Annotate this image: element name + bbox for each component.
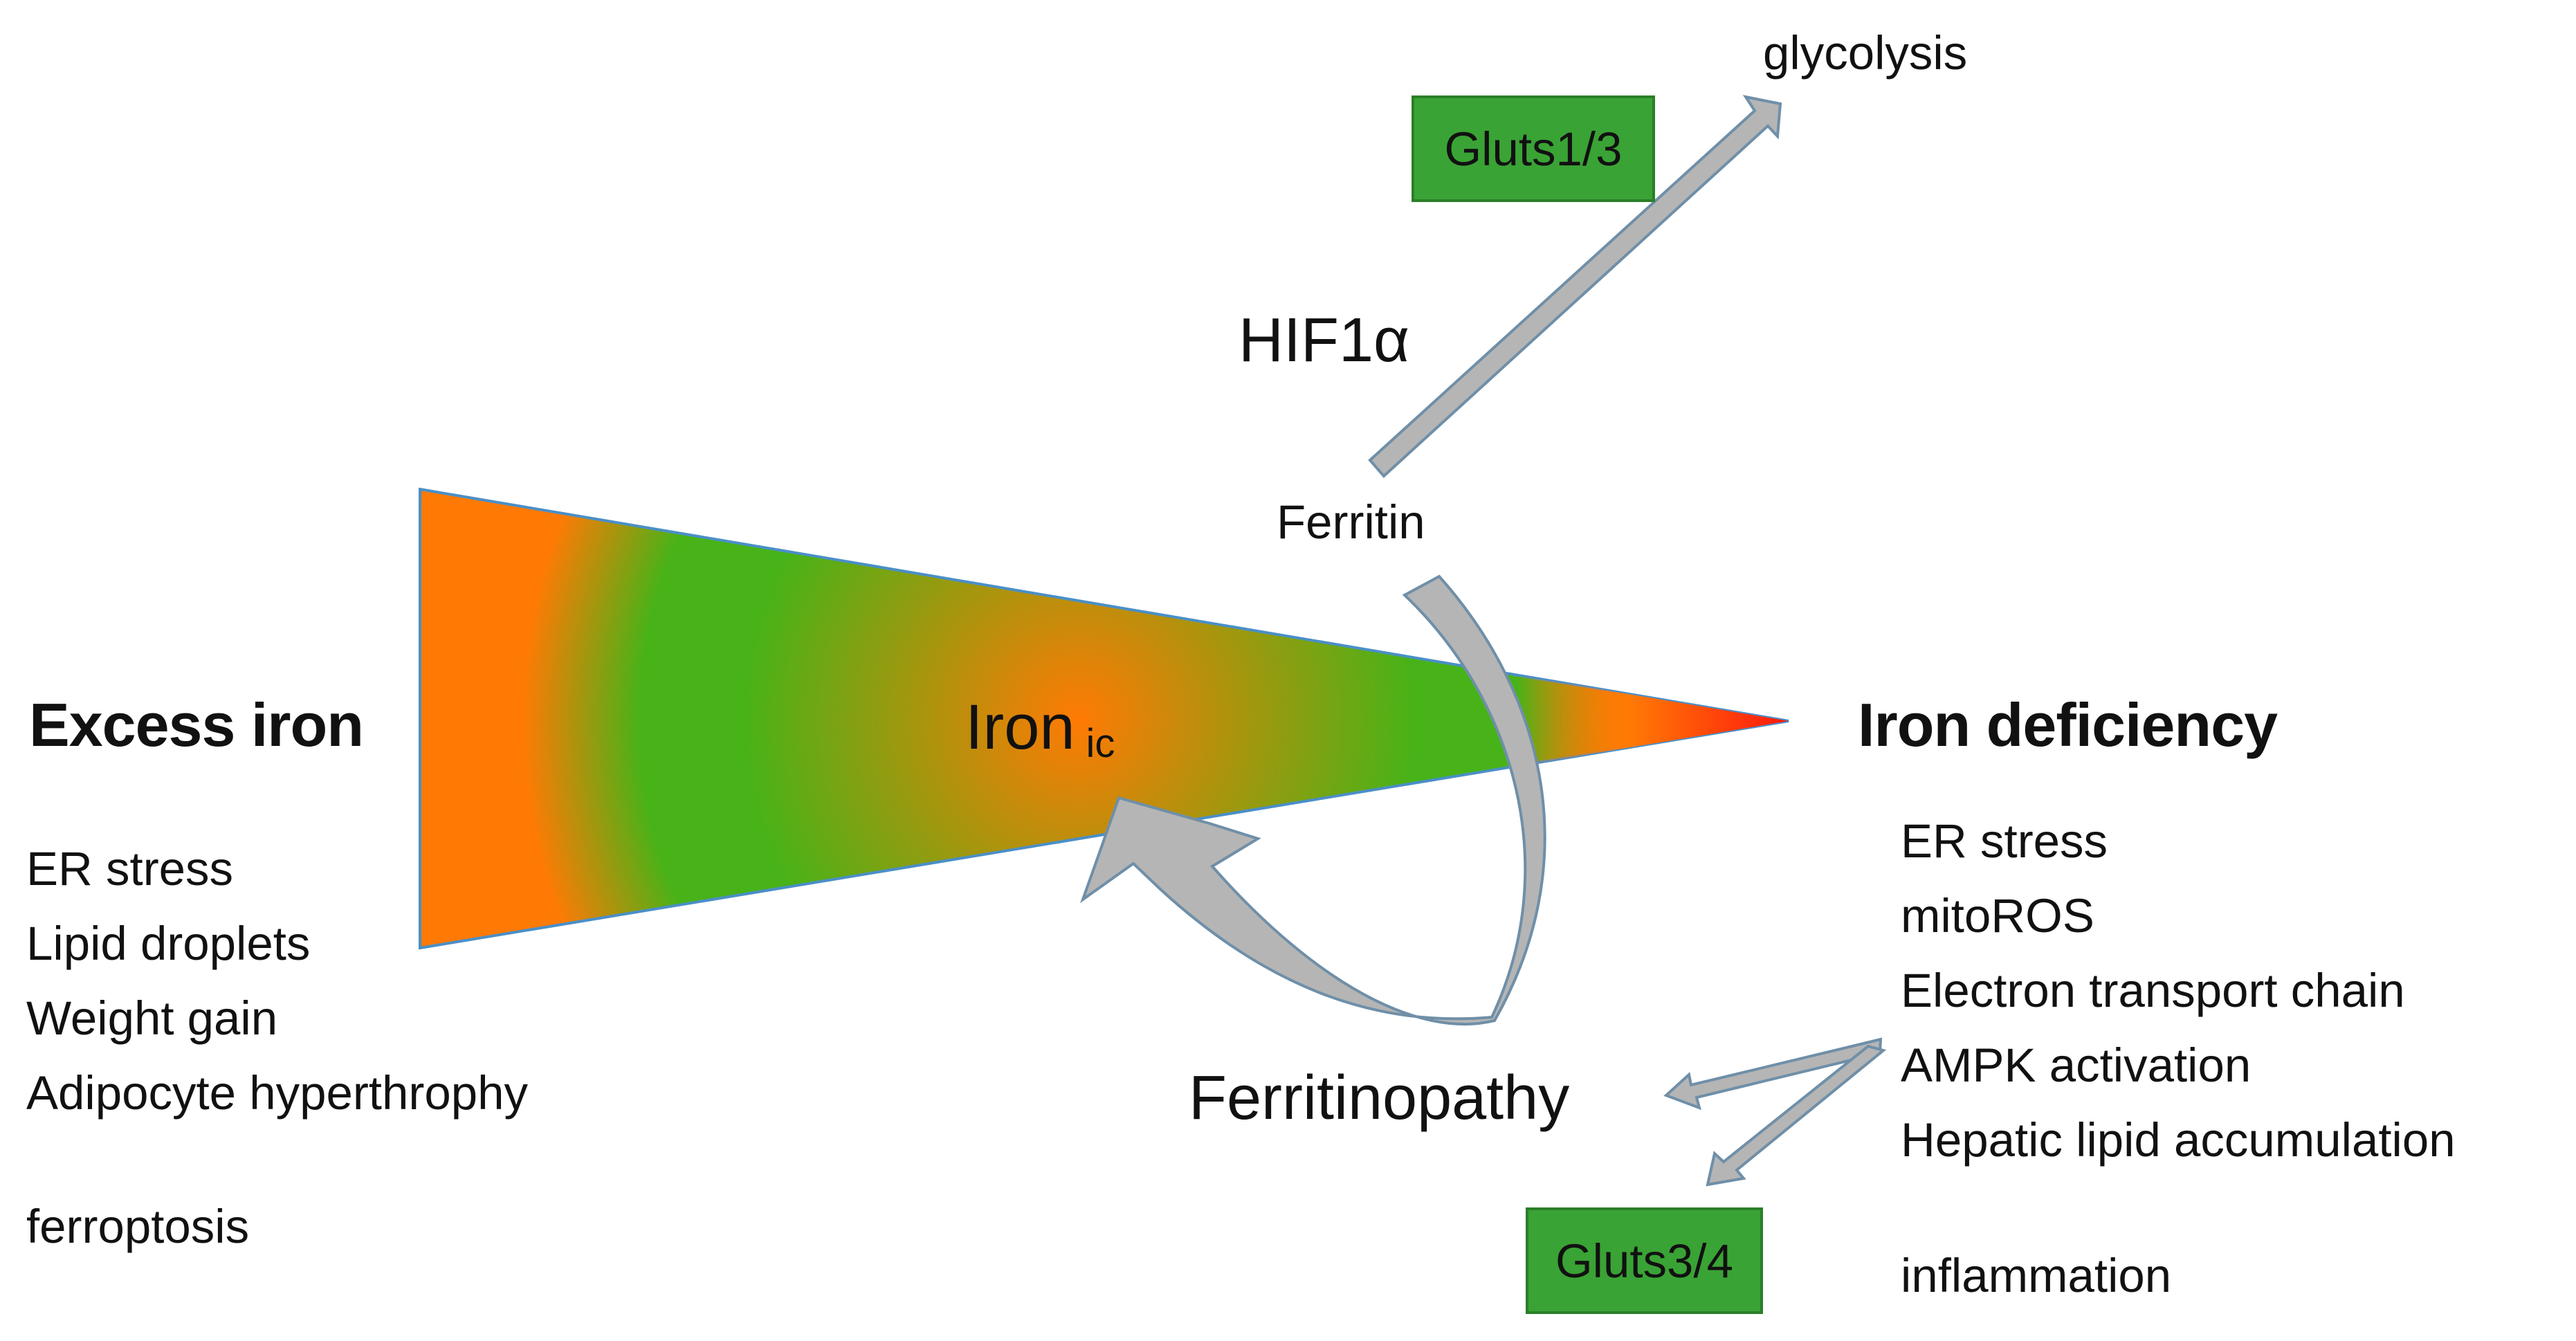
iron-deficiency-effects: ER stress mitoROS Electron transport cha… xyxy=(1901,804,2456,1178)
gluts34-label: Gluts3/4 xyxy=(1555,1234,1733,1288)
ferritin-to-glycolysis-arrow xyxy=(1368,95,1782,478)
excess-effect-item: Adipocyte hyperthrophy xyxy=(26,1066,528,1120)
deficiency-effect-item: Electron transport chain xyxy=(1901,964,2405,1017)
iron-label-subscript: ic xyxy=(1086,721,1115,766)
iron-gradient-wedge-tip xyxy=(1335,645,1789,796)
excess-iron-extra: ferroptosis xyxy=(26,1200,250,1253)
excess-effect-item: ER stress xyxy=(26,842,234,895)
deficiency-effect-item: AMPK activation xyxy=(1901,1039,2251,1092)
iron-deficiency-extra: inflammation xyxy=(1901,1249,2172,1302)
iron-label-main: Iron xyxy=(965,692,1075,763)
excess-effect-item: Weight gain xyxy=(26,992,278,1045)
deficiency-effect-item: mitoROS xyxy=(1901,889,2094,942)
ferritin-label: Ferritin xyxy=(1277,495,1425,549)
gluts13-label: Gluts1/3 xyxy=(1444,122,1623,176)
ferritin-recycling-arrow xyxy=(1080,574,1546,1026)
excess-effect-item: Lipid droplets xyxy=(26,917,311,970)
iron-deficiency-title: Iron deficiency xyxy=(1858,691,2278,759)
deficiency-effect-item: Hepatic lipid accumulation xyxy=(1901,1113,2456,1167)
hif1a-label: HIF1α xyxy=(1239,306,1410,375)
ferritinopathy-label: Ferritinopathy xyxy=(1189,1064,1570,1133)
excess-iron-title: Excess iron xyxy=(29,691,364,759)
deficiency-effect-item: ER stress xyxy=(1901,814,2108,868)
ampk-to-gluts34-arrow xyxy=(1706,1044,1887,1187)
glycolysis-label: glycolysis xyxy=(1763,26,1968,80)
excess-iron-effects: ER stress Lipid droplets Weight gain Adi… xyxy=(26,832,528,1131)
iron-gradient-wedge xyxy=(419,487,1789,950)
gluts34-box: Gluts3/4 xyxy=(1526,1207,1763,1314)
gluts13-box: Gluts1/3 xyxy=(1412,95,1655,202)
